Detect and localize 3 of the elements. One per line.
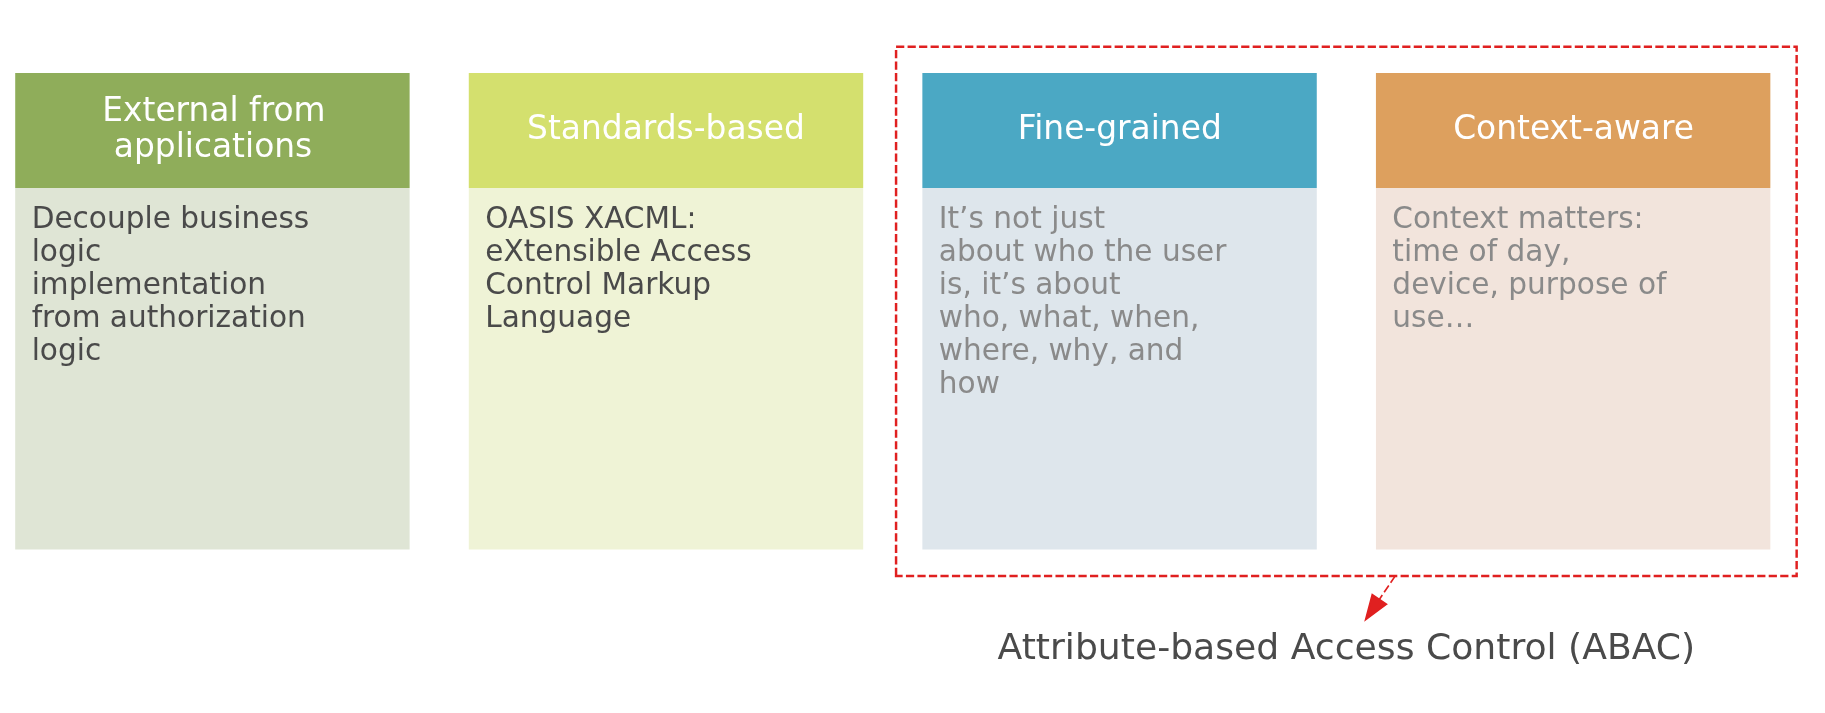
arrow (1364, 575, 1397, 622)
cluster (894, 45, 1798, 578)
node-text: Attribute-based Access Control (ABAC) (997, 625, 1696, 669)
